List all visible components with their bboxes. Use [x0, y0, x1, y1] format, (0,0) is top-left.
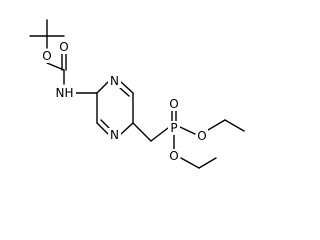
- atom-o-phosphoryl: O: [169, 97, 178, 111]
- bond-ring-c2-n1: [96, 81, 109, 94]
- atom-phosphorus: P: [170, 121, 177, 135]
- structure-drawing: O O NH N N O P O O: [29, 19, 245, 169]
- atom-n-ring-bottom: N: [110, 128, 119, 142]
- atom-o-ethoxy-2: O: [169, 149, 178, 163]
- bond-ethyl-2: [198, 157, 217, 169]
- bond-ethyl-1: [224, 119, 245, 132]
- bonds: [29, 19, 245, 169]
- bond-ring-n1-c6: [120, 81, 134, 94]
- bond-p-to-o-ethoxy-1: [179, 126, 196, 135]
- bond-ring-to-ch2: [132, 122, 152, 142]
- bond-o2-to-ch2: [180, 157, 200, 169]
- atom-o-ethoxy-1: O: [197, 129, 206, 143]
- bond-ring-n4-c3-inner: [100, 119, 110, 129]
- atom-nh: NH: [56, 86, 74, 100]
- bond-o1-to-ch2: [207, 119, 226, 131]
- bond-ring-n4-c3: [96, 122, 109, 135]
- atom-labels: O O NH N N O P O O: [41, 40, 208, 163]
- atom-n-ring-top: N: [110, 74, 119, 88]
- bond-ch2-to-p: [150, 127, 169, 142]
- atom-o-carbonyl: O: [59, 40, 68, 54]
- bond-ring-c5-n4: [120, 122, 134, 135]
- atom-o-ether: O: [42, 49, 51, 63]
- bond-o-to-carbonyl-c: [46, 62, 65, 71]
- bond-ring-n1-c6-inner: [119, 87, 130, 97]
